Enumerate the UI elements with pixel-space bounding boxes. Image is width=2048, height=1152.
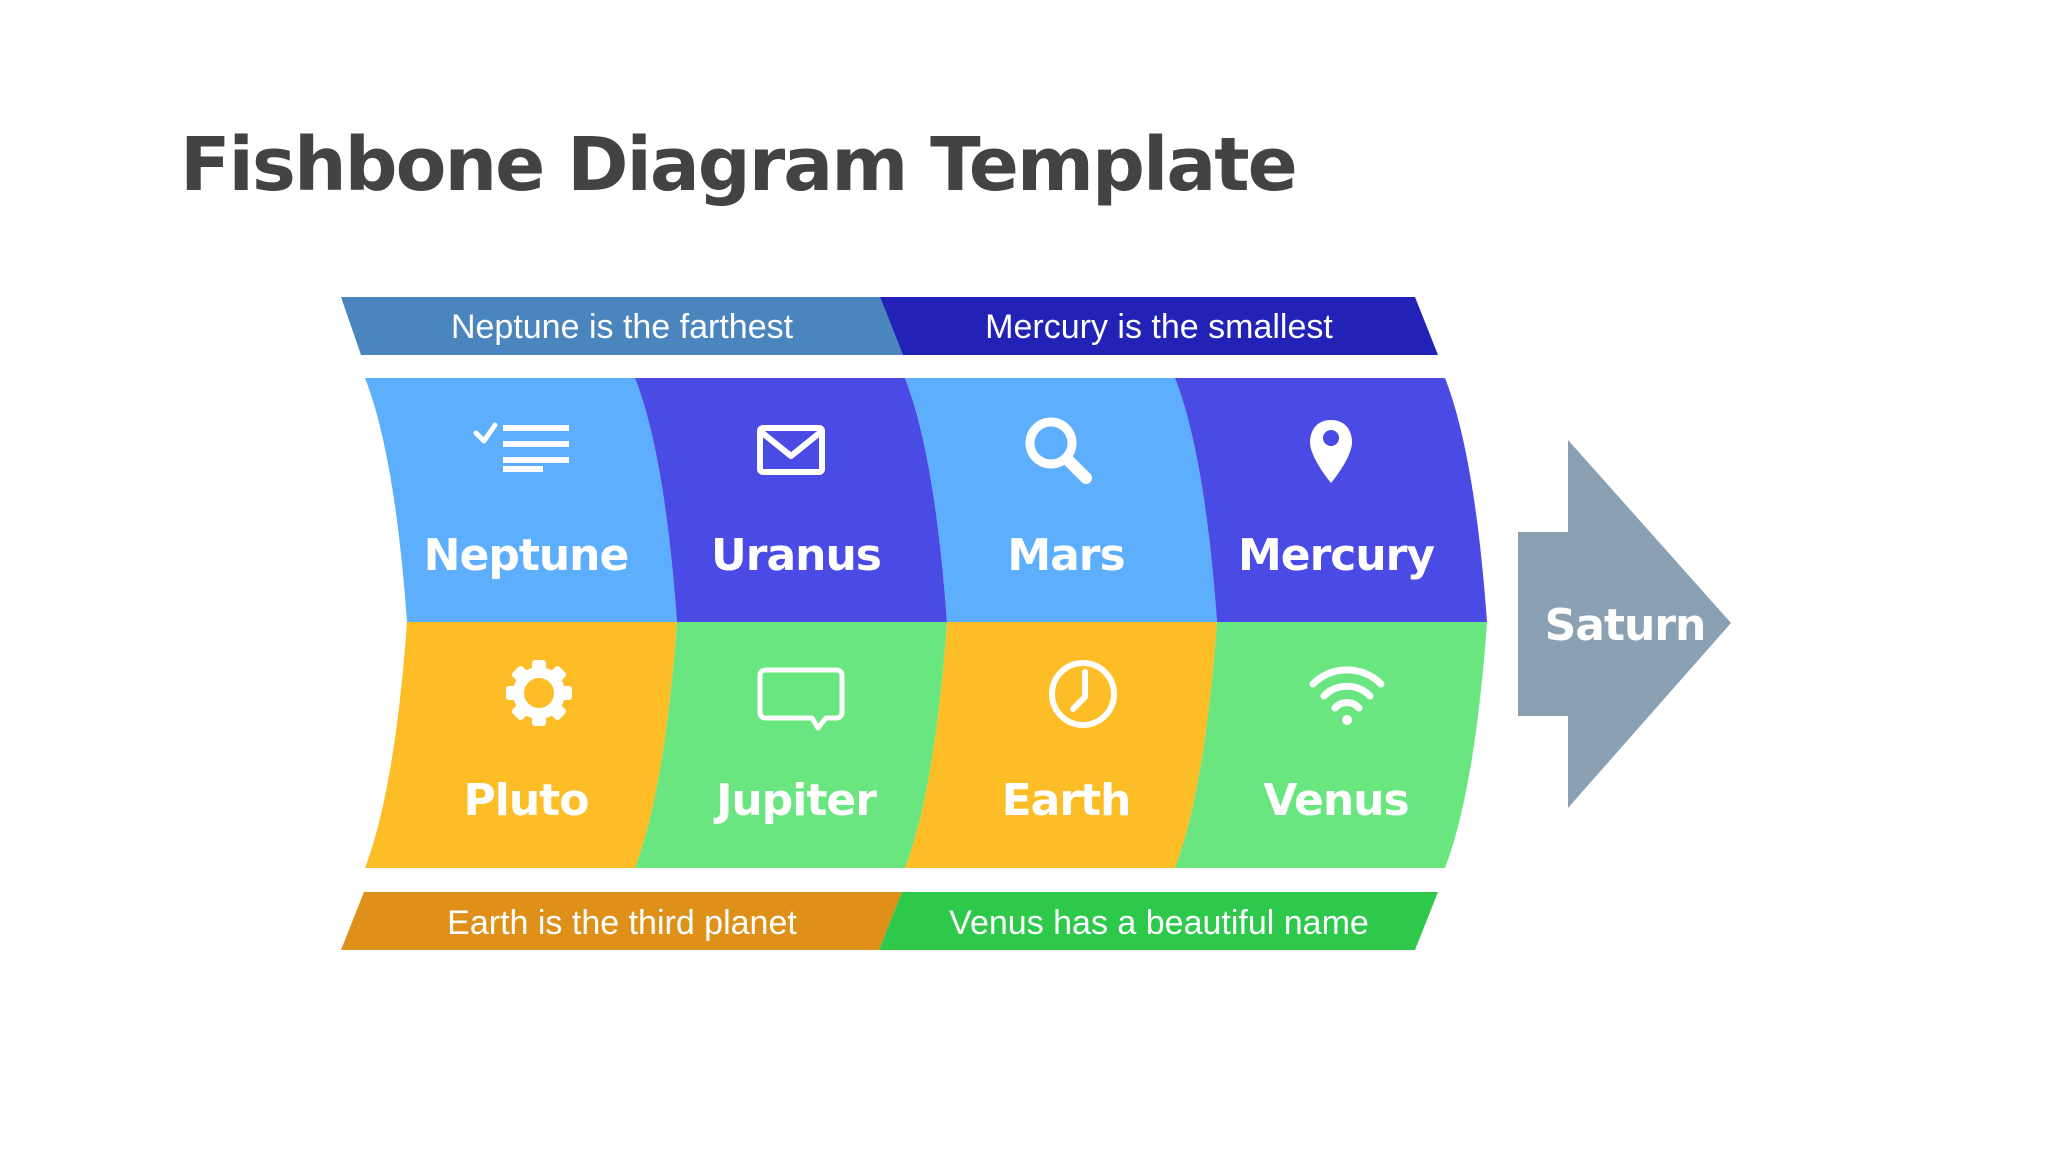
gear-icon	[506, 660, 572, 726]
cell-label-jupiter: Jupiter	[713, 775, 877, 826]
band-bottom-right-label: Venus has a beautiful name	[949, 904, 1369, 942]
cell-mercury	[1175, 378, 1487, 622]
fish-head-label: Saturn	[1545, 600, 1706, 651]
band-bottom-left	[341, 892, 902, 950]
band-bottom-left-label: Earth is the third planet	[447, 904, 797, 942]
chat-bubble-icon	[757, 667, 845, 731]
band-top-right	[880, 297, 1438, 355]
band-top-right-label: Mercury is the smallest	[985, 308, 1333, 346]
page-title: Fishbone Diagram Template	[180, 122, 1298, 208]
map-pin-icon	[1310, 420, 1352, 483]
cell-jupiter	[635, 622, 947, 868]
checklist-icon	[473, 422, 569, 472]
cell-label-uranus: Uranus	[711, 530, 881, 581]
cell-label-venus: Venus	[1263, 775, 1408, 826]
cell-uranus	[635, 378, 947, 622]
cell-label-mars: Mars	[1007, 530, 1124, 581]
cell-label-pluto: Pluto	[464, 775, 589, 826]
cell-label-neptune: Neptune	[424, 530, 629, 581]
cell-pluto	[365, 622, 677, 868]
fish-head-arrow	[1518, 440, 1731, 808]
envelope-icon	[757, 425, 825, 475]
wifi-icon	[1309, 666, 1385, 725]
clock-icon	[1049, 660, 1117, 728]
cell-neptune	[365, 378, 677, 622]
band-bottom-right	[879, 892, 1438, 950]
band-top-left-label: Neptune is the farthest	[451, 308, 794, 346]
cell-earth	[905, 622, 1217, 868]
cell-mars	[905, 378, 1217, 622]
cell-venus	[1175, 622, 1487, 868]
cell-label-mercury: Mercury	[1238, 530, 1434, 581]
cell-label-earth: Earth	[1002, 775, 1131, 826]
band-top-left	[341, 297, 903, 355]
search-icon	[1025, 417, 1092, 484]
